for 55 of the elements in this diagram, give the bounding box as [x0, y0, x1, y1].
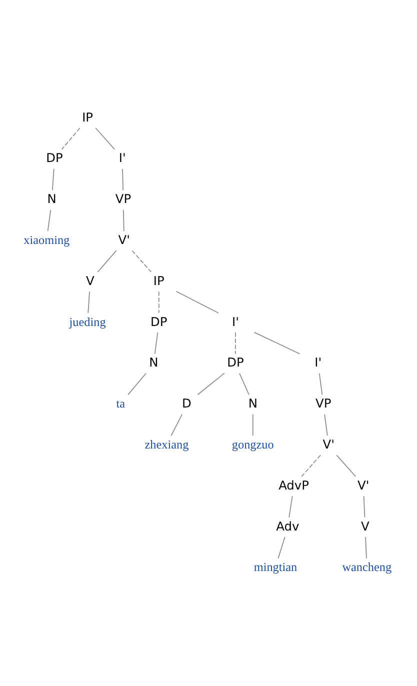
connector [254, 332, 300, 354]
node-text: IP [153, 274, 164, 288]
node-text: ta [116, 396, 126, 411]
node-text: VP [316, 396, 332, 411]
node-text: D [182, 396, 192, 411]
connector [278, 536, 286, 559]
connector [336, 454, 356, 477]
connector [365, 536, 367, 559]
node-text: jueding [69, 314, 106, 329]
connector [52, 168, 54, 191]
node-text: V [360, 519, 370, 534]
node-text: N [47, 192, 56, 206]
connector [122, 209, 124, 232]
node-text: V [86, 274, 94, 288]
node-text: V' [358, 478, 370, 492]
connector [170, 414, 183, 436]
connector [47, 209, 52, 232]
connector [132, 250, 152, 272]
connector [128, 372, 146, 396]
connector [235, 332, 236, 354]
node-text: I' [232, 314, 239, 329]
connector [197, 372, 225, 396]
connector [176, 290, 219, 314]
connector [239, 372, 250, 396]
node-text: Adv [276, 519, 300, 534]
node-text: wancheng [342, 560, 392, 574]
connector [95, 128, 115, 150]
connector [252, 414, 254, 436]
connector [61, 128, 80, 150]
connector [301, 454, 321, 477]
node-text: N [248, 396, 258, 411]
node-text: gongzuo [232, 437, 274, 452]
node-text: DP [46, 151, 63, 166]
connector [158, 291, 160, 314]
node-text: V' [118, 232, 130, 247]
node-text: I' [118, 151, 126, 166]
node-text: AdvP [278, 478, 309, 492]
node-text: IP [82, 110, 94, 124]
node-text: VP [115, 192, 132, 206]
node-text: I' [314, 356, 322, 370]
connector [363, 496, 366, 518]
connector [122, 168, 124, 191]
connector [88, 291, 90, 314]
connector [318, 372, 323, 396]
node-text: xiaoming [24, 232, 70, 247]
connector [154, 332, 158, 354]
connector [97, 250, 117, 272]
node-text: V' [322, 437, 334, 452]
connector [288, 496, 293, 518]
node-text: mingtian [254, 560, 298, 574]
connector [324, 414, 328, 436]
node-text: DP [227, 356, 244, 370]
node-text: zhexiang [144, 437, 189, 452]
node-text: DP [150, 314, 168, 329]
node-text: N [149, 356, 158, 370]
